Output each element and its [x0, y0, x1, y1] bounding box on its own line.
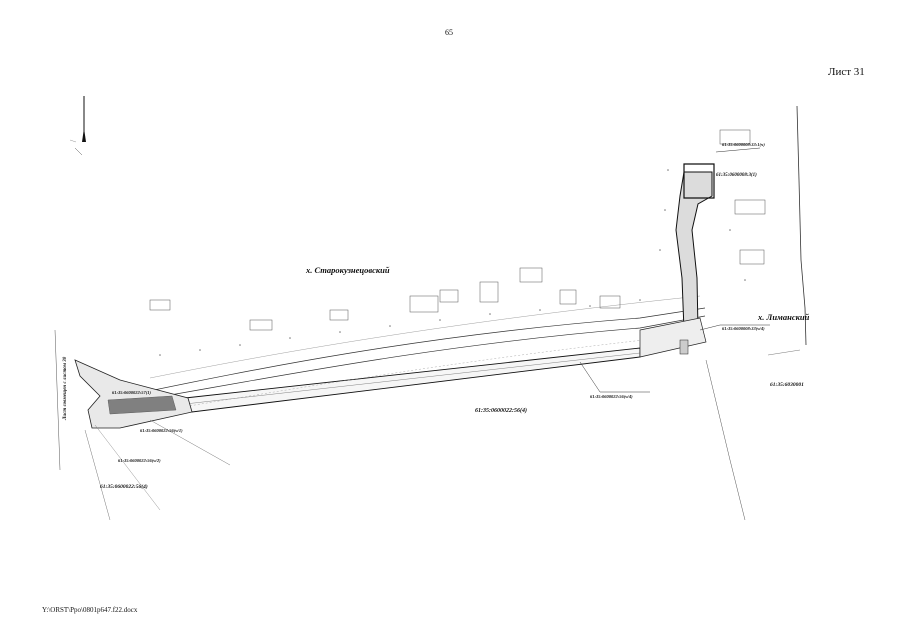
- label-limansky: х. Лиманский: [757, 312, 810, 322]
- main-corridor: [184, 347, 641, 413]
- sheet-label: Лист 31: [828, 66, 865, 78]
- label-parcel-left-low: 61:35:0600022:56(ч/2): [118, 458, 161, 463]
- upper-right-parcel: [683, 163, 715, 199]
- footer-path: Y:\ORST\Ppo\0801p647.f22.docx: [42, 606, 138, 614]
- label-sheet-joined: Лист совмещен с листом 30: [63, 356, 68, 421]
- label-parcel-upper-right-box: 61:35:0600008:3(1): [716, 173, 757, 178]
- page-number: 65: [445, 28, 453, 37]
- label-parcel-main: 61:35:0600022:56(4): [475, 407, 527, 414]
- label-parcel-left-mid: 61:35:0600022:56(ч/1): [140, 428, 183, 433]
- label-parcel-right-region: 61:35:6030001: [770, 382, 804, 388]
- label-parcel-left-bottom: 61:35:0600022:56(4): [100, 483, 148, 490]
- road-line-upper: [129, 307, 706, 396]
- road-line-lower: [129, 315, 706, 403]
- label-parcel-leader-mid: 61:35:0600022:56(ч/4): [590, 394, 633, 399]
- label-parcel-left-upper: 61:35:0600022:57(1): [112, 390, 151, 395]
- right-diagonal-line: [705, 359, 746, 521]
- right-vertical-corridor: [675, 171, 713, 331]
- label-parcel-limansky-leader: 61:35:0600008:33(ч/4): [722, 326, 765, 331]
- label-parcel-top-right: 61:35:0600008:33:1(ч): [722, 142, 765, 147]
- label-starokuznetsovsky: х. Старокузнецовский: [305, 265, 390, 275]
- right-boundary-line: [796, 105, 807, 346]
- north-arrow-icon: [69, 96, 86, 156]
